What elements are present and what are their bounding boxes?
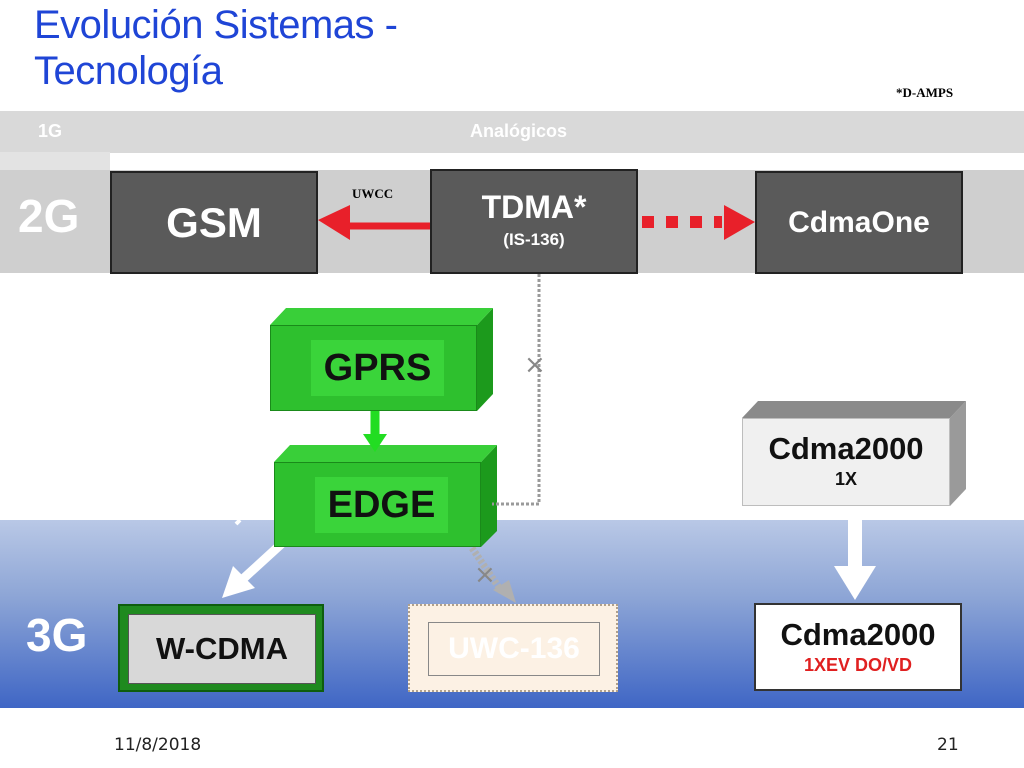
footnote: *D-AMPS — [896, 85, 954, 100]
band-step-decoration — [0, 152, 110, 170]
node-cdma2000-1x-name: Cdma2000 — [768, 431, 924, 466]
band-1g: 1G Analógicos — [0, 111, 1024, 153]
node-cdma2000-1x-sub: 1X — [834, 469, 858, 489]
blocked-cross-mark: × — [524, 350, 546, 380]
node-gprs-label: GPRS — [311, 340, 444, 396]
cdma1x-side-face — [950, 401, 966, 506]
node-gprs: GPRS — [270, 325, 477, 411]
band-1g-label: 1G — [38, 121, 63, 141]
slide-title: Evolución Sistemas - Tecnología — [34, 3, 398, 93]
footer-page-number: 21 — [937, 735, 959, 755]
gprs-top-face — [270, 308, 493, 325]
edge-wcdma-accent — [234, 518, 242, 526]
uwcc-label: UWCC — [352, 186, 394, 201]
band-3g-label: 3G — [26, 609, 88, 661]
node-cdma2000-1x: Cdma2000 1X — [742, 418, 950, 506]
node-cdma2000-ev-name: Cdma2000 — [780, 617, 936, 652]
tdma-to-edge-dotted-line — [492, 274, 541, 506]
gprs-side-face — [477, 308, 493, 411]
node-uwc136: UWC-136 — [408, 604, 618, 692]
node-wcdma-label: W-CDMA — [128, 614, 316, 684]
edge-to-uwc136-dotted-line — [469, 546, 505, 594]
edge-to-uwc136-arrowhead — [493, 580, 516, 603]
edge-side-face — [481, 445, 497, 547]
tdma-to-cdmaone-arrowhead — [724, 205, 755, 240]
cdma1x-top-face — [742, 401, 966, 418]
band-2g-label: 2G — [18, 190, 80, 242]
edge-to-wcdma-arrowhead — [222, 566, 255, 598]
node-cdma2000-ev: Cdma2000 1XEV DO/VD — [754, 603, 962, 691]
node-wcdma: W-CDMA — [118, 604, 324, 692]
node-tdma: TDMA* (IS-136) — [430, 169, 638, 274]
node-uwc136-label: UWC-136 — [428, 622, 600, 676]
node-edge: EDGE — [274, 462, 481, 547]
node-edge-label: EDGE — [315, 477, 448, 533]
node-cdma2000-ev-sub: 1XEV DO/VD — [803, 655, 913, 675]
blocked-cross-mark: × — [474, 560, 496, 590]
edge-top-face — [274, 445, 497, 462]
cdma1x-to-ev-arrowhead — [834, 566, 876, 600]
node-tdma-sub: (IS-136) — [503, 230, 565, 249]
footer-date: 11/8/2018 — [114, 735, 202, 755]
gprs-to-edge-arrowhead — [363, 434, 387, 452]
tdma-to-gsm-arrowhead — [318, 205, 350, 240]
band-1g-description: Analógicos — [470, 121, 568, 141]
node-gsm: GSM — [110, 171, 318, 274]
node-tdma-name: TDMA* — [481, 189, 587, 225]
node-cdmaone: CdmaOne — [755, 171, 963, 274]
